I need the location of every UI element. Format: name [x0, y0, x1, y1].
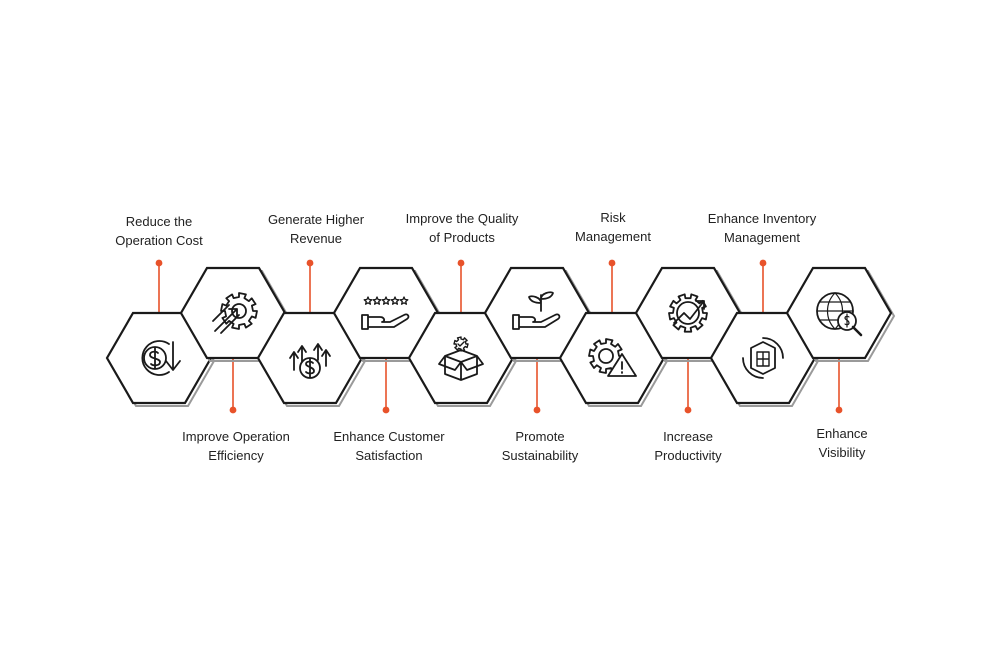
connector-7 [608, 259, 616, 313]
step-label-line: Improve Operation [182, 429, 290, 444]
connector-9 [759, 259, 767, 313]
globe-search-icon [816, 292, 863, 337]
step-label-line: Enhance Inventory [707, 211, 817, 226]
step-label-5: Improve the Quality of Products [377, 209, 547, 247]
hexagon [785, 266, 893, 360]
star-rating-hand-icon [361, 296, 410, 330]
connector-4 [382, 358, 390, 414]
connector-10 [835, 358, 843, 414]
step-label-line: Promote [515, 429, 565, 444]
step-label-line: Enhance [816, 426, 868, 441]
step-label-line: Revenue [289, 231, 343, 246]
connector-1 [155, 259, 163, 313]
revenue-growth-icon [289, 343, 331, 379]
step-label-line: Productivity [654, 448, 722, 463]
gear-warning-icon [588, 338, 637, 377]
step-label-line: Satisfaction [355, 448, 423, 463]
step-label-line: Generate Higher [267, 212, 365, 227]
inventory-icon [742, 337, 784, 379]
plant-hand-icon [512, 291, 561, 330]
step-label-line: Management [575, 229, 651, 244]
step-label-line: Enhance Customer [333, 429, 445, 444]
connector-3 [306, 259, 314, 313]
connector-6 [533, 358, 541, 414]
step-8 [634, 266, 745, 414]
step-label-line: Risk [600, 210, 626, 225]
step-label-line: Visibility [818, 445, 866, 460]
gear-growth-icon [668, 293, 708, 333]
gear-arrows-icon [212, 292, 258, 334]
dollar-down-icon [141, 340, 181, 376]
connector-8 [684, 358, 692, 414]
step-label-line: Reduce the [125, 214, 193, 229]
step-label-line: Increase [663, 429, 713, 444]
connector-5 [457, 259, 465, 313]
step-label-line: Operation Cost [115, 233, 203, 248]
step-label-line: Efficiency [208, 448, 264, 463]
step-10 [785, 266, 896, 414]
step-label-line: Improve the Quality [405, 211, 519, 226]
quality-box-icon [438, 336, 484, 381]
step-label-line: Management [724, 230, 800, 245]
step-label-line: Sustainability [501, 448, 579, 463]
step-7 [558, 259, 669, 407]
connector-2 [229, 358, 237, 414]
step-label-line: of Products [429, 230, 495, 245]
